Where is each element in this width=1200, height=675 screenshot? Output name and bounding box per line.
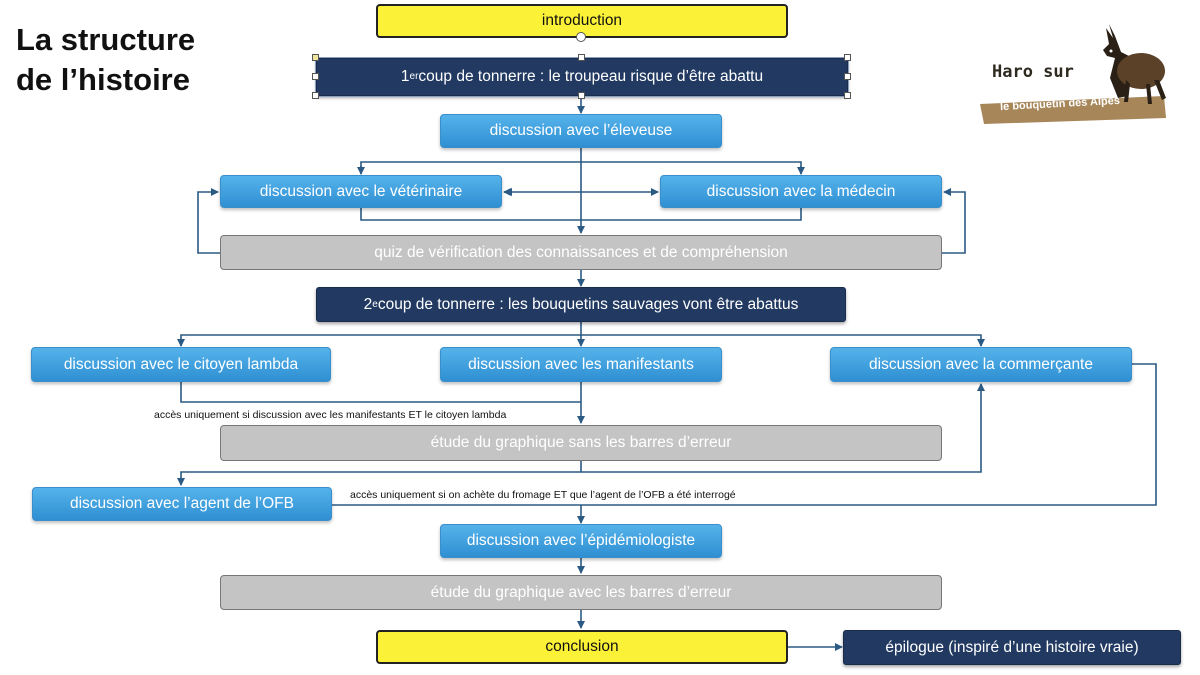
second-thunder-number: 2 [363, 295, 373, 313]
rotate-handle-icon[interactable] [576, 32, 586, 42]
epidemiologiste-node[interactable]: discussion avec l’épidémiologiste [440, 524, 722, 558]
selection-handle[interactable] [312, 73, 319, 80]
selection-handle[interactable] [844, 54, 851, 61]
selection-handle[interactable] [844, 73, 851, 80]
selection-handle[interactable] [578, 54, 585, 61]
veterinaire-node[interactable]: discussion avec le vétérinaire [220, 175, 502, 208]
title-line-1: La structure [16, 22, 196, 57]
quiz-node[interactable]: quiz de vérification des connaissances e… [220, 235, 942, 270]
access-note-2: accès uniquement si on achète du fromage… [350, 489, 736, 501]
manifestants-node[interactable]: discussion avec les manifestants [440, 347, 722, 382]
selection-handle[interactable] [312, 54, 319, 61]
conclusion-node[interactable]: conclusion [376, 630, 788, 664]
graph-with-error-bars-node[interactable]: étude du graphique avec les barres d’err… [220, 575, 942, 610]
selection-handle[interactable] [578, 92, 585, 99]
access-note-1: accès uniquement si discussion avec les … [154, 409, 507, 421]
logo-title: Haro sur [992, 62, 1074, 82]
selection-handle[interactable] [312, 92, 319, 99]
first-thunder-text: coup de tonnerre : le troupeau risque d’… [418, 68, 764, 85]
citoyen-node[interactable]: discussion avec le citoyen lambda [31, 347, 331, 382]
graph-without-error-bars-node[interactable]: étude du graphique sans les barres d’err… [220, 425, 942, 461]
page-title: La structure de l’histoire [16, 20, 195, 100]
ibex-logo [980, 24, 1166, 124]
selection-handle[interactable] [844, 92, 851, 99]
medecin-node[interactable]: discussion avec la médecin [660, 175, 942, 208]
epilogue-node[interactable]: épilogue (inspiré d’une histoire vraie) [843, 630, 1181, 665]
eleveuse-node[interactable]: discussion avec l’éleveuse [440, 114, 722, 148]
ofb-node[interactable]: discussion avec l’agent de l’OFB [32, 487, 332, 521]
second-thunder-text: coup de tonnerre : les bouquetins sauvag… [377, 295, 799, 313]
first-thunder-number: 1 [400, 68, 410, 85]
commercante-node[interactable]: discussion avec la commerçante [830, 347, 1132, 382]
title-line-2: de l’histoire [16, 62, 190, 97]
